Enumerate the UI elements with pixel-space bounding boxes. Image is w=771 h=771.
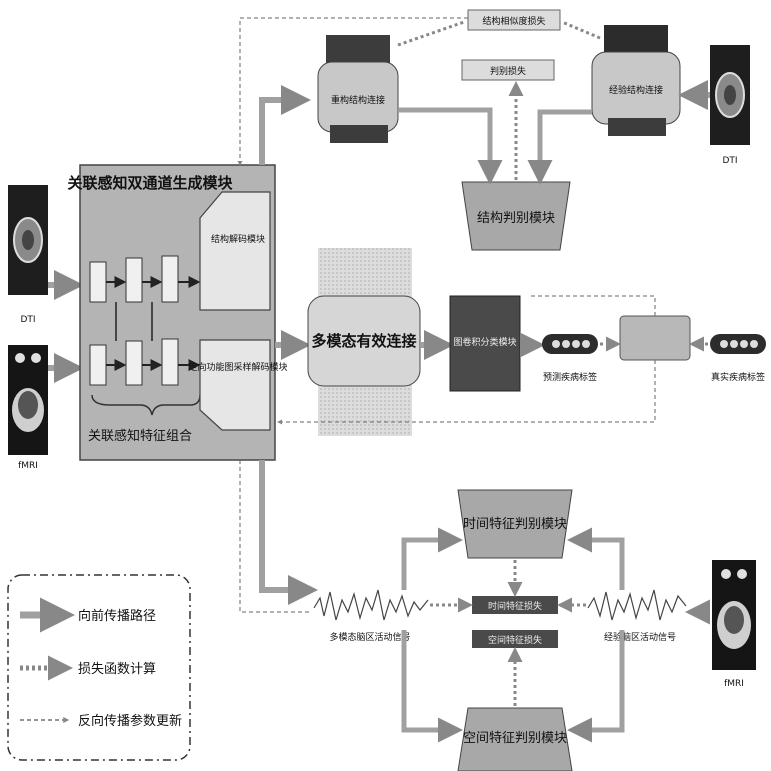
discriminator-loss-box: 判别损失 [461, 59, 555, 81]
gcn-classifier: 图卷积分类模块 [449, 295, 521, 392]
multimodal-fusion-label: 多模态有效连接 [311, 332, 416, 350]
legend-loss-label: 损失函数计算 [78, 662, 156, 677]
signal-to-time-disc [401, 527, 463, 590]
loss-link-2 [561, 20, 601, 40]
predicted-to-discriminator [398, 107, 503, 185]
predicted-sc-module: 重构结构连接 [317, 35, 399, 143]
space-loss-label: 空间特征损失 [488, 634, 542, 646]
dti-label-right: DTI [722, 156, 737, 166]
structure-discriminator-label: 结构判别模块 [477, 211, 555, 226]
true-label-text: 真实疾病标签 [711, 371, 765, 383]
predicted-sc-label: 重构结构连接 [331, 94, 385, 106]
empirical-to-discriminator [527, 109, 592, 185]
generator-title: 关联感知双通道生成模块 [67, 174, 233, 192]
multimodal-fusion-module: 多模态有效连接 [307, 248, 421, 436]
backprop-path-top [237, 17, 468, 166]
backprop-middle-top [530, 295, 656, 316]
feature-combination-label: 关联感知特征组合 [88, 428, 192, 444]
discriminator-loss-label: 判别损失 [490, 65, 526, 77]
structure-decoder-label: 结构解码模块 [211, 233, 265, 245]
space-discriminator-label: 空间特征判别模块 [463, 731, 567, 746]
structure-decoder-box [199, 191, 271, 311]
signal-to-space-disc [401, 630, 463, 743]
space-discriminator: 空间特征判别模块 [457, 707, 573, 771]
legend: 向前传播路径 损失函数计算 反向传播参数更新 [7, 574, 191, 761]
structure-similarity-loss-label: 结构相似度损失 [482, 15, 545, 27]
fmri-label-right: fMRI [724, 679, 744, 689]
forward-path-function [259, 460, 318, 605]
dti-brain-image-left [8, 185, 48, 295]
feature-cubes-top [89, 255, 201, 303]
feature-cubes-bottom [89, 302, 201, 386]
real-signal-label: 经验脑区活动信号 [604, 631, 676, 643]
dti-brain-image-right [710, 45, 750, 145]
dti-label-left: DTI [20, 315, 35, 325]
generator-module: 关联感知双通道生成模块 关联感知特征组合 结构解码模块 [67, 164, 288, 461]
structure-similarity-loss-box: 结构相似度损失 [467, 9, 561, 31]
time-loss-label: 时间特征损失 [488, 600, 542, 612]
function-decoder-box [199, 339, 271, 431]
space-loss-box: 空间特征损失 [472, 630, 558, 648]
real-to-time-disc [567, 527, 625, 590]
label-loss-box [619, 315, 691, 361]
real-to-space-disc [567, 630, 625, 743]
backprop-function [239, 460, 312, 613]
legend-backprop-label: 反向传播参数更新 [78, 713, 182, 729]
fmri-brain-image-left [8, 345, 48, 455]
fmri-brain-image-right [712, 560, 756, 670]
feature-brace [91, 394, 201, 416]
forward-path-structure [259, 85, 311, 165]
gcn-classifier-label: 图卷积分类模块 [453, 336, 516, 348]
empirical-sc-label: 经验结构连接 [609, 84, 663, 96]
predicted-label-pill [542, 334, 598, 354]
legend-forward-label: 向前传播路径 [78, 608, 156, 624]
generated-signal-waveform [313, 589, 429, 621]
loss-link-1 [397, 20, 465, 47]
function-decoder-label: 定向功能图采样解码模块 [188, 361, 287, 373]
fmri-label-left: fMRI [18, 461, 38, 471]
empirical-sc-module: 经验结构连接 [591, 25, 681, 136]
true-label-pill [710, 334, 766, 354]
structure-discriminator: 结构判别模块 [461, 181, 571, 251]
predicted-label-text: 预测疾病标签 [543, 371, 597, 383]
time-loss-box: 时间特征损失 [472, 596, 558, 614]
real-signal-waveform [587, 589, 687, 621]
generated-signal-label: 多模态脑区活动信号 [329, 631, 410, 643]
time-discriminator: 时间特征判别模块 [457, 489, 573, 559]
time-discriminator-label: 时间特征判别模块 [463, 517, 567, 532]
